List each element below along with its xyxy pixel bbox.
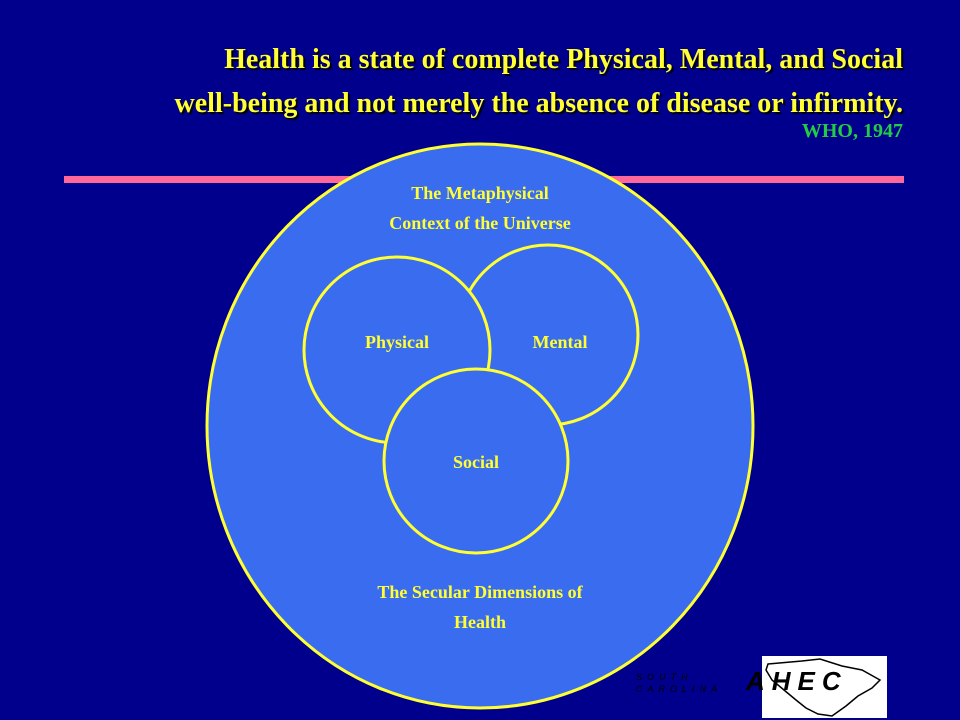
circle-social bbox=[382, 367, 570, 555]
outer-label-line-2: Context of the Universe bbox=[389, 213, 570, 233]
sc-ahec-logo: SOUTH CAROLINA AHEC bbox=[634, 655, 894, 720]
logo-state-line-1: SOUTH bbox=[636, 672, 693, 682]
title-line-2: well-being and not merely the absence of… bbox=[174, 88, 903, 119]
attribution: WHO, 1947 bbox=[801, 120, 903, 142]
outer-label-line-1: The Metaphysical bbox=[411, 183, 549, 203]
circle-social-label: Social bbox=[453, 452, 499, 472]
bottom-label-line-2: Health bbox=[454, 612, 506, 632]
circle-mental-label: Mental bbox=[533, 332, 588, 352]
title-line-1: Health is a state of complete Physical, … bbox=[224, 44, 903, 75]
circle-physical-label: Physical bbox=[365, 332, 429, 352]
logo-ahec-text: AHEC bbox=[746, 666, 848, 696]
state-outline-icon bbox=[762, 656, 887, 718]
bottom-label-line-1: The Secular Dimensions of bbox=[377, 582, 583, 602]
logo-state-line-2: CAROLINA bbox=[636, 684, 723, 694]
slide-title: Health is a state of complete Physical, … bbox=[40, 38, 903, 126]
